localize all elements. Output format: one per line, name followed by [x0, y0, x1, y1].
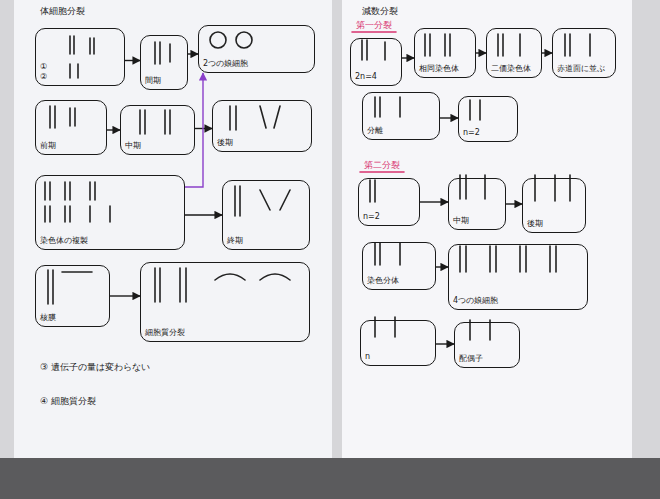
- process-box: 後期: [212, 100, 312, 152]
- arrow-connector: [110, 295, 140, 296]
- process-box: 細胞質分裂: [140, 262, 310, 342]
- chromosome-sketch: [50, 106, 75, 128]
- process-box: ①②: [35, 28, 125, 86]
- box-text: 中期: [125, 141, 190, 151]
- note-text: ④ 細胞質分裂: [40, 396, 96, 407]
- process-box: 核膜: [35, 265, 110, 327]
- process-box: 2n=4: [350, 38, 402, 86]
- box-text: ①: [40, 62, 120, 72]
- process-box: 中期: [120, 105, 195, 155]
- box-text: 染色分体: [367, 276, 431, 286]
- box-text: n=2: [463, 128, 513, 138]
- box-text: 2n=4: [355, 72, 397, 82]
- process-box: 配偶子: [454, 322, 520, 368]
- chromosome-sketch: [460, 246, 556, 272]
- chromosome-sketch: [375, 243, 400, 265]
- box-text: 終期: [227, 236, 305, 246]
- arrow-connector: [436, 343, 454, 344]
- arrow-connector: [476, 52, 486, 53]
- box-text: 前期: [40, 141, 102, 151]
- arrow-connector: [402, 57, 414, 58]
- process-box: 後期: [522, 178, 586, 233]
- process-box: 分離: [362, 92, 440, 140]
- chromosome-sketch: [140, 110, 170, 134]
- arrow-connector: [185, 214, 222, 215]
- note-text: ③ 遺伝子の量は変わらない: [40, 362, 150, 373]
- box-text: 染色体の複製: [40, 236, 180, 246]
- arrow-connector: [420, 201, 448, 202]
- box-text: 相同染色体: [419, 64, 471, 74]
- box-text: 中期: [453, 216, 501, 226]
- process-box: n=2: [458, 96, 518, 142]
- underline-sketch: [352, 32, 404, 172]
- process-box: 前期: [35, 100, 107, 155]
- chromosome-sketch: [565, 34, 590, 56]
- process-box: 染色分体: [362, 242, 436, 290]
- chromosome-sketch: [70, 36, 94, 78]
- process-box: 4つの娘細胞: [448, 244, 588, 310]
- chromosome-sketch: [362, 40, 385, 60]
- chromosome-sketch: [425, 34, 450, 56]
- chromosome-sketch: [470, 320, 490, 340]
- process-box: 染色体の複製: [35, 175, 185, 250]
- chromosome-sketch: [470, 100, 480, 120]
- box-text: ②: [40, 72, 120, 82]
- process-box: 中期: [448, 178, 506, 230]
- sheet-title: 体細胞分裂: [40, 6, 85, 17]
- process-box: 相同染色体: [414, 28, 476, 78]
- box-text: n=2: [363, 212, 415, 222]
- box-text: 二価染色体: [491, 64, 537, 74]
- arrow-connector: [185, 73, 203, 187]
- chromosome-sketch: [235, 186, 290, 216]
- chromosome-sketch: [48, 270, 92, 304]
- arrow-connector: [542, 52, 552, 53]
- sheet-title: 減数分裂: [362, 6, 398, 17]
- chromosome-sketch: [370, 180, 375, 202]
- arrow-connector: [125, 60, 140, 61]
- chromosome-sketch: [155, 42, 170, 64]
- box-text: 4つの娘細胞: [453, 296, 583, 306]
- box-text: 配偶子: [459, 354, 515, 364]
- cell-sketch: [236, 32, 252, 48]
- box-text: 細胞質分裂: [145, 328, 305, 338]
- box-text: 分離: [367, 126, 435, 136]
- box-text: 後期: [217, 138, 307, 148]
- floor-band: [0, 458, 660, 499]
- box-text: 2つの娘細胞: [203, 59, 310, 69]
- chromosome-sketch: [498, 34, 520, 56]
- arrow-connector: [440, 117, 458, 118]
- process-box: 二価染色体: [486, 28, 542, 78]
- process-box: 終期: [222, 180, 310, 250]
- chromosome-strokes: [45, 32, 590, 340]
- chromosome-sketch: [45, 182, 110, 222]
- arrow-connector: [107, 129, 120, 130]
- process-box: 2つの娘細胞: [198, 25, 315, 73]
- process-box: n: [360, 320, 436, 366]
- cell-sketch: [210, 32, 226, 48]
- note-text: 第二分裂: [364, 160, 400, 171]
- box-text: n: [365, 352, 431, 362]
- box-text: 核膜: [40, 313, 105, 323]
- chromosome-sketch: [230, 106, 280, 130]
- arrow-connector: [188, 53, 198, 54]
- note-text: 第一分裂: [356, 20, 392, 31]
- box-text: 間期: [145, 76, 183, 86]
- process-box: n=2: [358, 178, 420, 226]
- process-box: 赤道面に並ぶ: [552, 28, 616, 78]
- box-text: 後期: [527, 219, 581, 229]
- box-text: 赤道面に並ぶ: [557, 64, 611, 74]
- chromosome-sketch: [375, 97, 400, 117]
- arrow-connector: [506, 203, 522, 204]
- arrow-connector: [436, 266, 448, 267]
- process-box: 間期: [140, 35, 188, 90]
- chromosome-sketch: [155, 268, 290, 302]
